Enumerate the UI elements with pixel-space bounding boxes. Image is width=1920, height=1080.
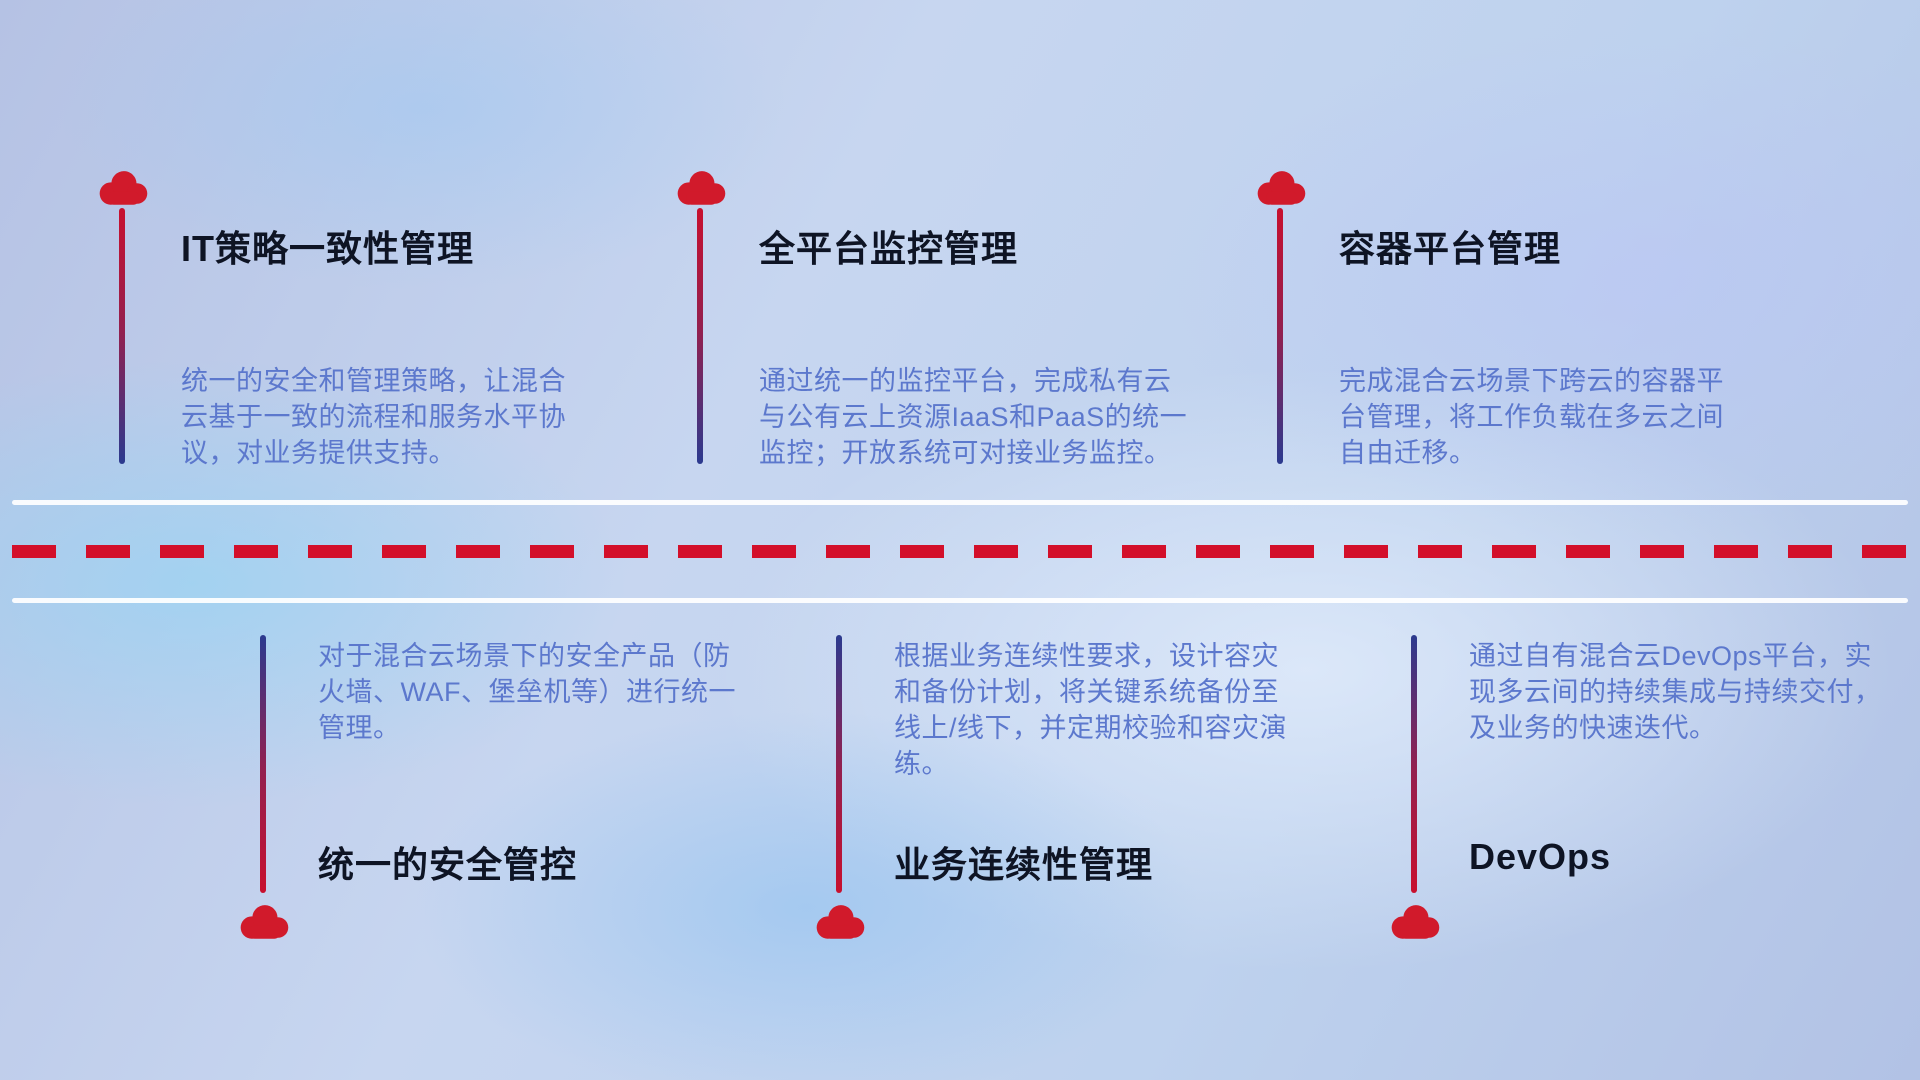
feature-description: 完成混合云场景下跨云的容器平台管理，将工作负载在多云之间自由迁移。 (1339, 366, 1724, 468)
feature-description: 统一的安全和管理策略，让混合云基于一致的流程和服务水平协议，对业务提供支持。 (181, 366, 566, 468)
feature-title: IT策略一致性管理 (181, 228, 474, 269)
feature-title: 容器平台管理 (1339, 228, 1562, 269)
feature-it-policy-management: IT策略一致性管理 统一的安全和管理策略，让混合云基于一致的流程和服务水平协议，… (95, 168, 595, 508)
feature-business-continuity: 根据业务连续性要求，设计容灾和备份计划，将关键系统备份至线上/线下，并定期校验和… (812, 630, 1312, 970)
feature-title: 统一的安全管控 (318, 844, 578, 885)
feature-platform-monitoring: 全平台监控管理 通过统一的监控平台，完成私有云与公有云上资源IaaS和PaaS的… (673, 168, 1187, 508)
cloud-icon (95, 168, 151, 206)
connector-line (1277, 208, 1283, 464)
feature-title: 全平台监控管理 (759, 228, 1019, 269)
feature-unified-security: 对于混合云场景下的安全产品（防火墙、WAF、堡垒机等）进行统一管理。 统一的安全… (236, 630, 736, 970)
connector-line (119, 208, 125, 464)
feature-title: 业务连续性管理 (894, 844, 1154, 885)
cloud-icon (673, 168, 729, 206)
connector-line (697, 208, 703, 464)
feature-description: 对于混合云场景下的安全产品（防火墙、WAF、堡垒机等）进行统一管理。 (318, 641, 736, 743)
divider-line-bottom (12, 598, 1908, 603)
connector-line (1411, 635, 1417, 893)
feature-title: DevOps (1469, 836, 1612, 877)
cloud-icon (236, 902, 292, 940)
connector-line (836, 635, 842, 893)
cloud-icon (1253, 168, 1309, 206)
feature-description: 通过统一的监控平台，完成私有云与公有云上资源IaaS和PaaS的统一监控；开放系… (759, 366, 1188, 468)
divider-dashed-line (12, 545, 1908, 558)
feature-description: 通过自有混合云DevOps平台，实现多云间的持续集成与持续交付，及业务的快速迭代… (1469, 641, 1882, 743)
cloud-icon (812, 902, 868, 940)
divider-line-top (12, 500, 1908, 505)
feature-devops: 通过自有混合云DevOps平台，实现多云间的持续集成与持续交付，及业务的快速迭代… (1387, 630, 1887, 970)
feature-description: 根据业务连续性要求，设计容灾和备份计划，将关键系统备份至线上/线下，并定期校验和… (894, 641, 1288, 779)
connector-line (260, 635, 266, 893)
cloud-icon (1387, 902, 1443, 940)
feature-container-platform: 容器平台管理 完成混合云场景下跨云的容器平台管理，将工作负载在多云之间自由迁移。 (1253, 168, 1753, 508)
